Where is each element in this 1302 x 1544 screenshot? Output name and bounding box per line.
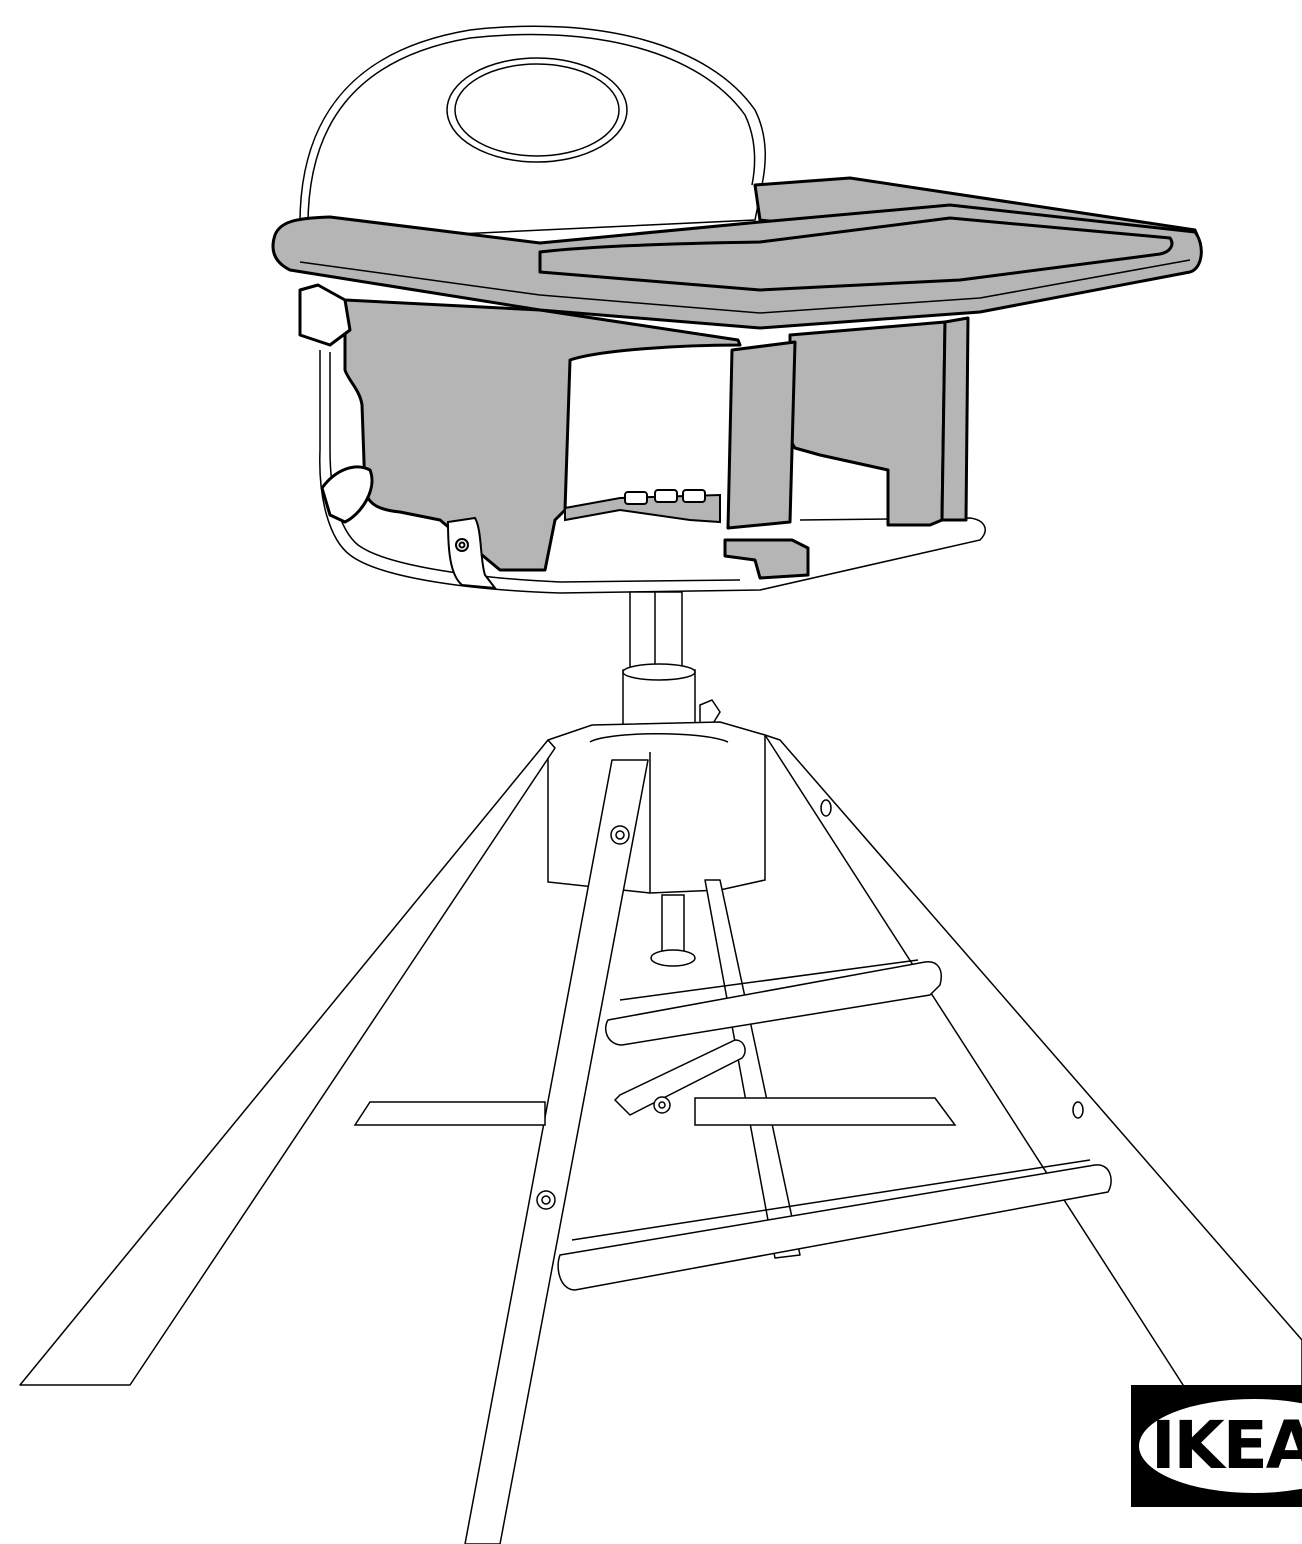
seat-shell	[298, 283, 970, 580]
cross-bars	[353, 1097, 957, 1126]
footrests	[557, 959, 1112, 1291]
seat-bolts	[446, 516, 498, 590]
height-pole	[613, 894, 746, 1116]
base-hub	[547, 721, 766, 894]
harness-buckle	[564, 489, 721, 524]
tray	[271, 176, 1203, 330]
chair-back	[299, 25, 767, 241]
brand-logo: IKEA	[1131, 1385, 1302, 1507]
logo-wordmark: IKEA	[1151, 1407, 1302, 1484]
legs	[19, 734, 1302, 1544]
